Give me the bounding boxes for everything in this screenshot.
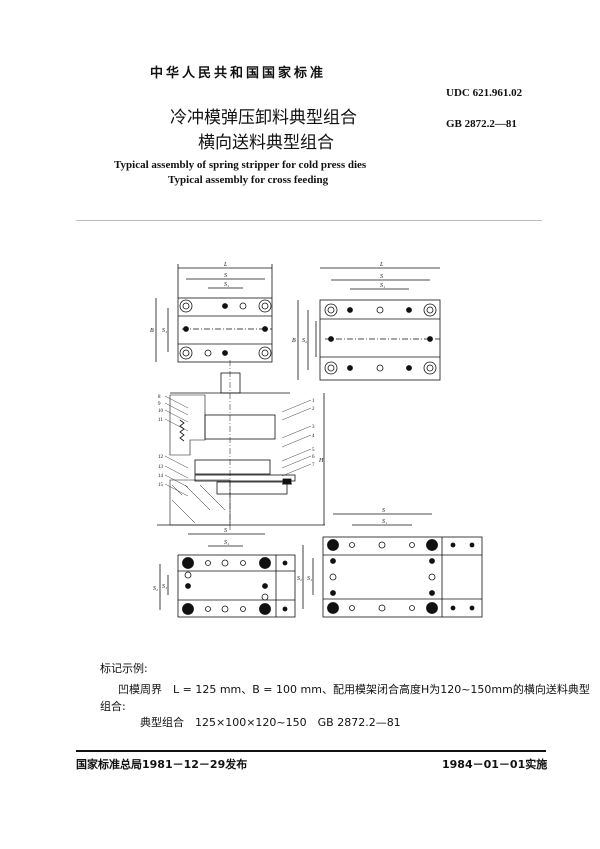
marking-example-line3: 典型组合 125×100×120~150 GB 2872.2—81 (140, 716, 401, 729)
standard-header: 中华人民共和国国家标准 (150, 66, 327, 81)
title-zh-line1: 冷冲模弹压卸料典型组合 (170, 108, 357, 128)
part-number-3: 3 (312, 425, 315, 430)
leader-line (164, 418, 189, 432)
leader-line (164, 409, 189, 423)
dim-label-L-right: L (379, 262, 384, 268)
dim-label-S1: S₁ (224, 282, 229, 288)
plan-view-bottom-right: S S₁ S₂ S₁ (297, 508, 483, 618)
marking-example-heading: 标记示例: (100, 662, 148, 675)
dim-label-S-br: S (382, 508, 385, 514)
part-number-8: 8 (158, 395, 161, 400)
dim-label-S-right: S (380, 274, 383, 280)
leader-line (281, 407, 312, 421)
part-number-5: 5 (312, 448, 315, 453)
part-number-14: 14 (158, 474, 164, 479)
footer-divider (76, 750, 546, 752)
dim-label-S2-bl: S₂ (153, 586, 158, 592)
dim-label-S1-br: S₁ (382, 519, 387, 525)
title-zh-line2: 横向送料典型组合 (198, 133, 334, 153)
dim-label-S1-bl-vertical: S₁ (162, 584, 167, 590)
plan-view-bottom-left: S S₁ S₂ S₁ (153, 528, 296, 618)
part-number-1: 1 (312, 399, 315, 404)
dim-label-S2-br: S₂ (297, 576, 302, 582)
dim-label-S1-br-vertical: S₁ (307, 576, 312, 582)
leader-line (164, 402, 189, 416)
dim-label-H: H (318, 458, 324, 464)
dim-label-S-bl: S (224, 528, 227, 534)
title-en-line2: Typical assembly for cross feeding (168, 174, 329, 186)
dim-label-B: B (150, 328, 154, 334)
part-number-7: 7 (312, 463, 315, 468)
leader-line (164, 465, 189, 479)
leader-line (281, 399, 312, 413)
plan-view-top-left: L S S₁ B S₁ (150, 262, 273, 363)
part-number-11: 11 (158, 418, 163, 423)
leader-line (281, 425, 312, 439)
header-divider (76, 220, 542, 221)
plan-view-top-right: L S S₁ B S₂ (292, 262, 441, 381)
part-number-4: 4 (312, 434, 315, 439)
leader-line (164, 455, 189, 469)
dim-label-S2-right: S₂ (302, 338, 307, 344)
marking-example-line2: 组合: (100, 700, 126, 713)
dim-label-L: L (223, 262, 228, 268)
dim-label-S1-right: S₁ (380, 283, 385, 289)
part-number-12: 12 (158, 455, 164, 460)
effective-date: 1984－01－01实施 (442, 758, 548, 771)
leader-line (281, 463, 312, 477)
leader-line (281, 434, 312, 448)
issue-date: 国家标准总局1981－12－29发布 (76, 758, 248, 771)
part-number-6: 6 (312, 455, 315, 460)
leader-line (164, 395, 189, 409)
part-number-2: 2 (312, 407, 315, 412)
gb-number: GB 2872.2—81 (446, 118, 517, 130)
leader-line (281, 455, 312, 469)
leader-line (164, 474, 189, 488)
part-number-15: 15 (158, 483, 164, 488)
leader-line (164, 483, 189, 497)
dim-label-S: S (224, 273, 227, 279)
leader-line (281, 448, 312, 462)
part-number-10: 10 (158, 409, 164, 414)
udc-number: UDC 621.961.02 (446, 87, 523, 99)
dim-label-S1-bl: S₁ (224, 540, 229, 546)
marking-example-line1: 凹模周界 L = 125 mm、B = 100 mm、配用模架闭合高度H为120… (118, 683, 590, 696)
title-en-line1: Typical assembly of spring stripper for … (114, 159, 367, 171)
dim-label-B-right: B (292, 338, 296, 344)
part-number-13: 13 (158, 465, 164, 470)
dim-label-S1-vertical: S₁ (162, 328, 167, 334)
part-number-9: 9 (158, 402, 161, 407)
